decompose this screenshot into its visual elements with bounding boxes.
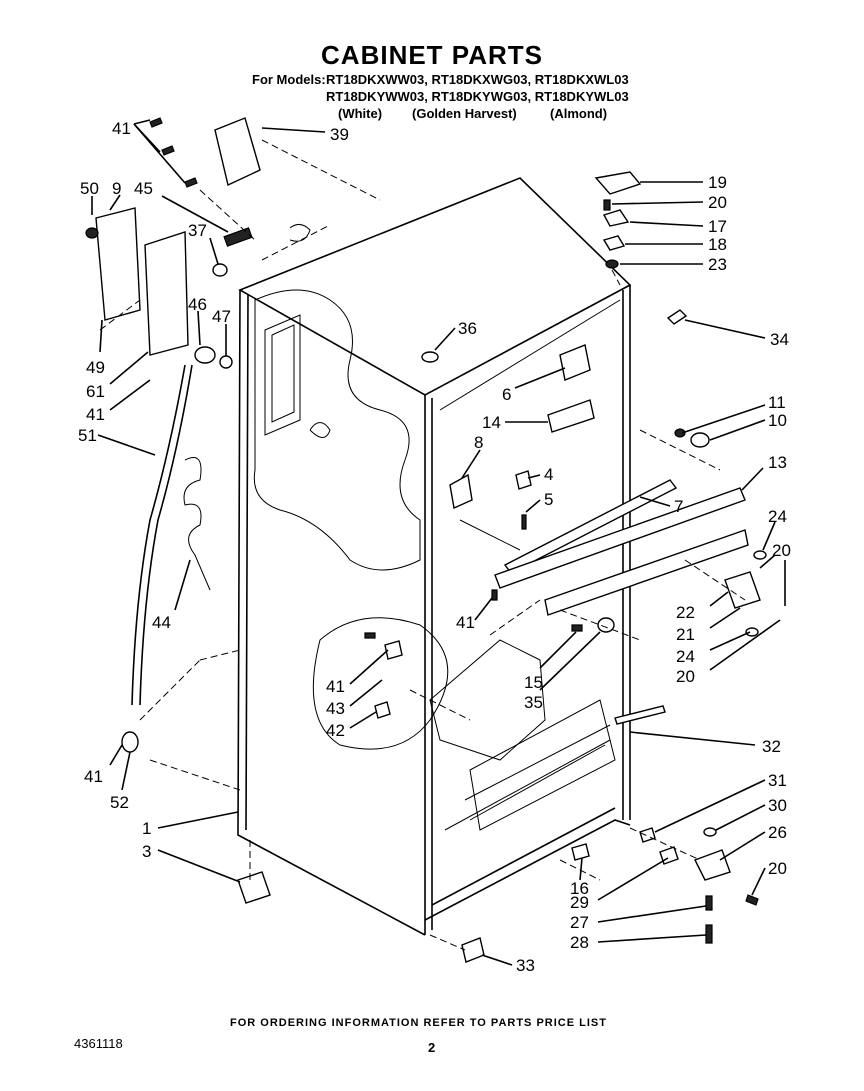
callout-20: 20 xyxy=(772,541,791,560)
callout-41: 41 xyxy=(326,677,345,696)
callout-22: 22 xyxy=(676,603,695,622)
callout-5: 5 xyxy=(544,490,553,509)
page-title: CABINET PARTS xyxy=(321,40,543,70)
callout-10: 10 xyxy=(768,411,787,430)
callout-20: 20 xyxy=(768,859,787,878)
callout-36: 36 xyxy=(458,319,477,338)
callout-41: 41 xyxy=(456,613,475,632)
callout-49: 49 xyxy=(86,358,105,377)
callout-39: 39 xyxy=(330,125,349,144)
callout-33: 33 xyxy=(516,956,535,975)
callout-14: 14 xyxy=(482,413,501,432)
callout-41: 41 xyxy=(112,119,131,138)
callout-24: 24 xyxy=(676,647,695,666)
callout-28: 28 xyxy=(570,933,589,952)
cabinet-shell xyxy=(237,177,632,936)
callout-18: 18 xyxy=(708,235,727,254)
callout-13: 13 xyxy=(768,453,787,472)
page-number: 2 xyxy=(428,1040,436,1055)
callout-35: 35 xyxy=(524,693,543,712)
callout-45: 45 xyxy=(134,179,153,198)
ordering-note: FOR ORDERING INFORMATION REFER TO PARTS … xyxy=(230,1017,607,1029)
callout-17: 17 xyxy=(708,217,727,236)
callout-7: 7 xyxy=(674,497,683,516)
callout-26: 26 xyxy=(768,823,787,842)
callout-37: 37 xyxy=(188,221,207,240)
callout-41: 41 xyxy=(84,767,103,786)
callout-24: 24 xyxy=(768,507,787,526)
callout-16: 16 xyxy=(570,879,589,898)
callout-52: 52 xyxy=(110,793,129,812)
callout-23: 23 xyxy=(708,255,727,274)
models-line-1: RT18DKXWW03, RT18DKXWG03, RT18DKXWL03 xyxy=(326,72,629,87)
callout-labels: 41 39 50 9 45 37 46 47 49 61 41 51 44 41… xyxy=(78,119,791,975)
color-almond: (Almond) xyxy=(550,106,608,121)
callout-21: 21 xyxy=(676,625,695,644)
callout-8: 8 xyxy=(474,433,483,452)
callout-27: 27 xyxy=(570,913,589,932)
callout-20: 20 xyxy=(676,667,695,686)
callout-9: 9 xyxy=(112,179,121,198)
callout-32: 32 xyxy=(762,737,781,756)
assembly-lines xyxy=(99,139,746,951)
leader-lines xyxy=(91,119,786,966)
callout-30: 30 xyxy=(768,796,787,815)
callout-1: 1 xyxy=(142,819,151,838)
callout-29: 29 xyxy=(570,893,589,912)
callout-3: 3 xyxy=(142,842,151,861)
document-number: 4361118 xyxy=(74,1036,123,1051)
callout-61: 61 xyxy=(86,382,105,401)
callout-11: 11 xyxy=(768,393,786,412)
callout-50: 50 xyxy=(80,179,99,198)
models-prefix: For Models: xyxy=(252,72,326,87)
callout-44: 44 xyxy=(152,613,171,632)
models-line-2: RT18DKYWW03, RT18DKYWG03, RT18DKYWL03 xyxy=(326,89,629,104)
color-golden-harvest: (Golden Harvest) xyxy=(412,106,517,121)
color-white: (White) xyxy=(338,106,383,121)
small-parts xyxy=(85,117,767,963)
callout-43: 43 xyxy=(326,699,345,718)
callout-6: 6 xyxy=(502,385,511,404)
callout-4: 4 xyxy=(544,465,553,484)
callout-34: 34 xyxy=(770,330,789,349)
callout-46: 46 xyxy=(188,295,207,314)
callout-51: 51 xyxy=(78,426,97,445)
callout-19: 19 xyxy=(708,173,727,192)
callout-15: 15 xyxy=(524,673,543,692)
callout-31: 31 xyxy=(768,771,787,790)
callout-42: 42 xyxy=(326,721,345,740)
callout-20: 20 xyxy=(708,193,727,212)
callout-41: 41 xyxy=(86,405,105,424)
callout-47: 47 xyxy=(212,307,231,326)
